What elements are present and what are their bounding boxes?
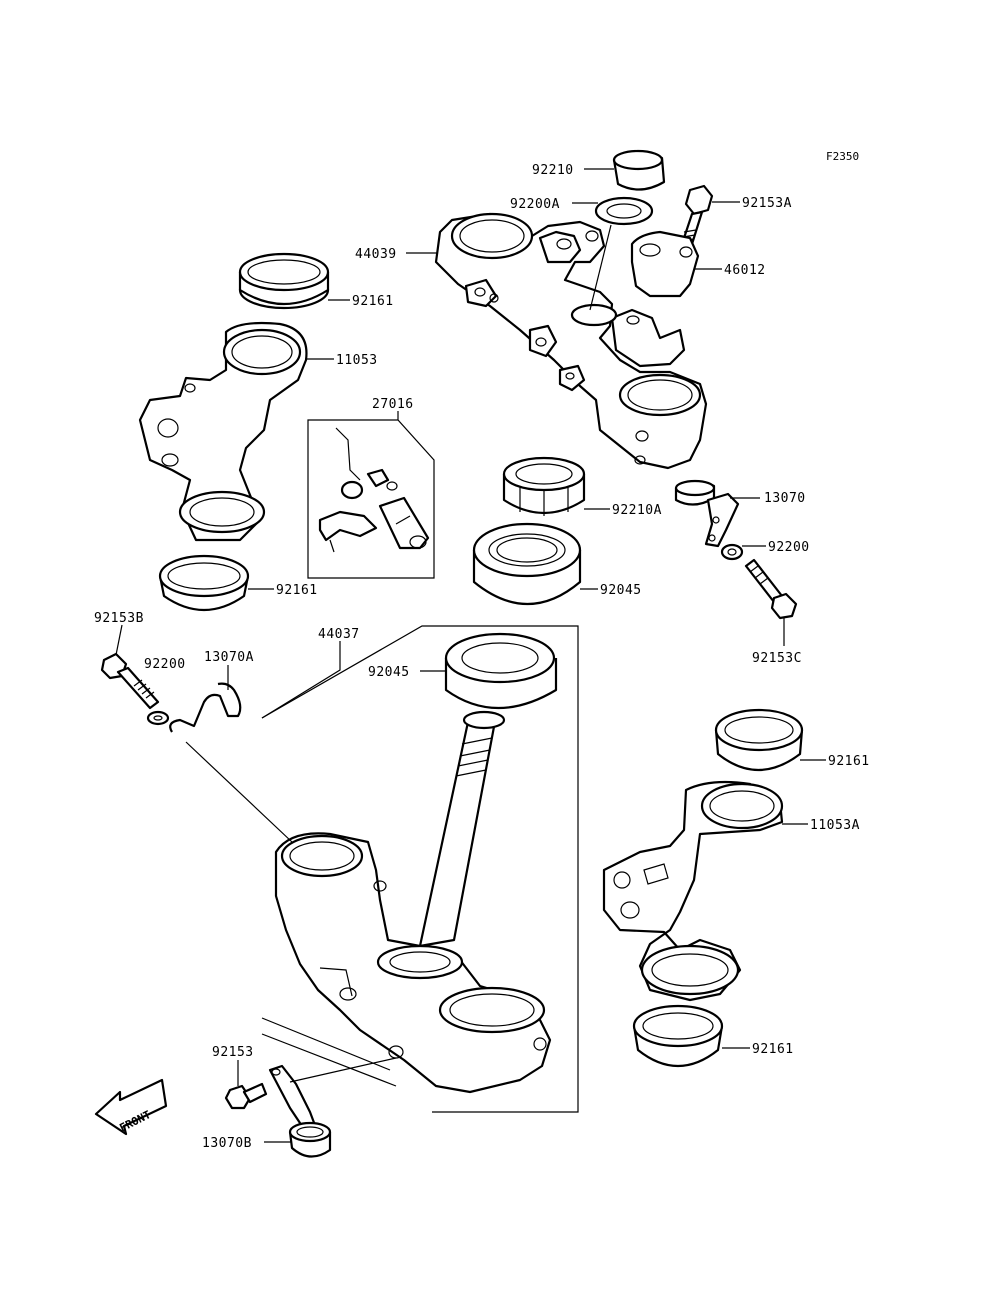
label-92045-center: 92045 (368, 665, 410, 680)
figure-code: F2350 (826, 150, 859, 163)
label-46012: 46012 (724, 263, 766, 278)
clip-13070A (169, 682, 293, 843)
label-92210A: 92210A (612, 503, 662, 518)
leader-lines (115, 168, 826, 1143)
ring-92161-top-left (238, 252, 330, 310)
cap-92210 (612, 149, 666, 191)
label-13070: 13070 (764, 491, 806, 506)
bracket-13070B (268, 1057, 397, 1158)
front-arrow: FRONT (94, 1078, 168, 1136)
label-92161-mid-left: 92161 (276, 583, 318, 598)
part-labels: 92210 92200A 92153A 44039 46012 92161 11… (94, 163, 870, 1151)
clamp-13070 (674, 479, 740, 548)
bolt-92153 (224, 1082, 268, 1110)
ring-92161-mid-left (158, 554, 250, 612)
ring-92161-lower-right (632, 1004, 724, 1068)
label-44039: 44039 (355, 247, 397, 262)
cover-11053 (138, 321, 308, 542)
label-92153: 92153 (212, 1045, 254, 1060)
bolt-92153B (100, 652, 160, 710)
lower-bracket-44037 (261, 625, 579, 1113)
label-92153B: 92153B (94, 611, 144, 626)
label-92153C: 92153C (752, 651, 802, 666)
label-92161-lower-right: 92161 (752, 1042, 794, 1057)
label-27016: 27016 (372, 397, 414, 412)
ring-92161-upper-right (714, 708, 804, 772)
label-92161-upper-right: 92161 (828, 754, 870, 769)
washer-92200-left (146, 710, 170, 726)
upper-bracket-44039 (434, 212, 708, 470)
ignition-switch-27016 (307, 419, 435, 579)
label-11053: 11053 (336, 353, 378, 368)
washer-92200A (589, 196, 654, 311)
bolt-92153A (680, 184, 714, 246)
washer-92200-right (720, 543, 744, 561)
cover-11053A (602, 780, 784, 1002)
label-92045-right: 92045 (600, 583, 642, 598)
bearing-92045-right (472, 522, 582, 606)
holder-46012 (630, 230, 700, 298)
label-92200-right: 92200 (768, 540, 810, 555)
label-92210: 92210 (532, 163, 574, 178)
nut-92210A (502, 456, 586, 516)
label-92153A: 92153A (742, 196, 792, 211)
label-44037: 44037 (318, 627, 360, 642)
label-92161-top: 92161 (352, 294, 394, 309)
label-11053A: 11053A (810, 818, 860, 833)
label-13070B: 13070B (202, 1136, 252, 1151)
label-92200-left: 92200 (144, 657, 186, 672)
label-92200A: 92200A (510, 197, 560, 212)
label-13070A: 13070A (204, 650, 254, 665)
bolt-92153C (744, 558, 798, 620)
